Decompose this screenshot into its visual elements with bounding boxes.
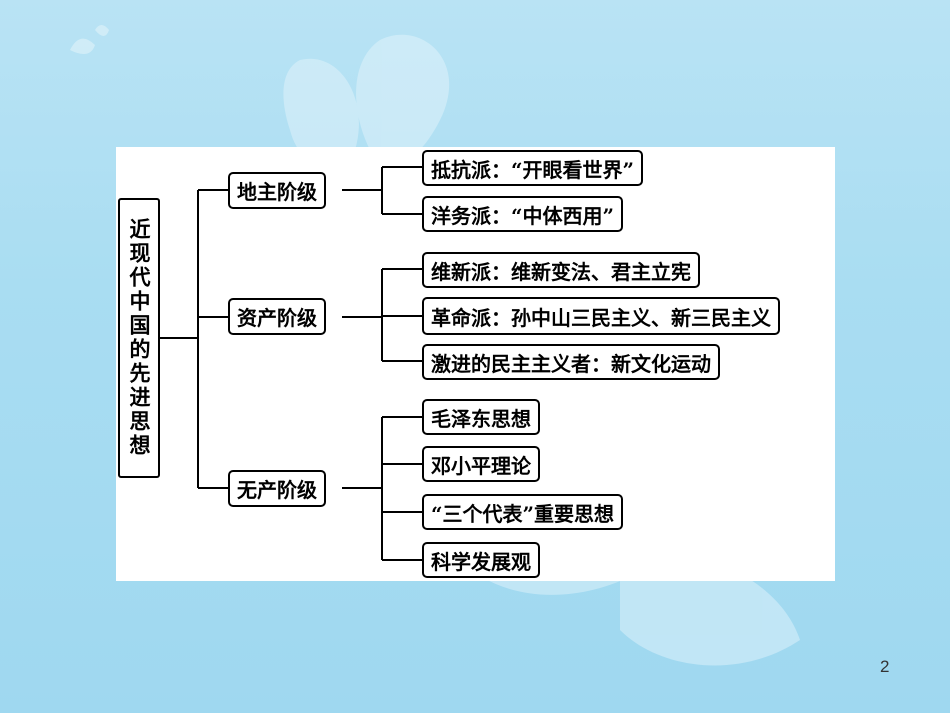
leaf-node-radical-democrats: 激进的民主主义者：新文化运动 (422, 344, 720, 380)
leaf-node-deng-theory: 邓小平理论 (422, 446, 540, 482)
leaf-node-mao-thought: 毛泽东思想 (422, 399, 540, 435)
leaf-node-reform-faction: 维新派：维新变法、君主立宪 (422, 252, 700, 288)
leaf-node-resistance-faction: 抵抗派：“开眼看世界” (422, 150, 644, 186)
page-number: 2 (880, 657, 890, 676)
class-node-proletariat: 无产阶级 (228, 470, 326, 507)
leaf-node-westernization-faction: 洋务派：“中体西用” (422, 196, 624, 232)
root-node: 近现代中国的先进思想 (118, 198, 160, 478)
class-node-bourgeoisie: 资产阶级 (228, 298, 326, 335)
concept-map-panel: 近现代中国的先进思想 地主阶级 资产阶级 无产阶级 抵抗派：“开眼看世界” 洋务… (116, 147, 835, 581)
leaf-node-scientific-development: 科学发展观 (422, 542, 540, 578)
class-node-landlord: 地主阶级 (228, 172, 326, 209)
leaf-node-three-represents: “三个代表”重要思想 (422, 494, 624, 530)
leaf-node-revolution-faction: 革命派：孙中山三民主义、新三民主义 (422, 297, 780, 335)
connector-lines (160, 166, 422, 561)
